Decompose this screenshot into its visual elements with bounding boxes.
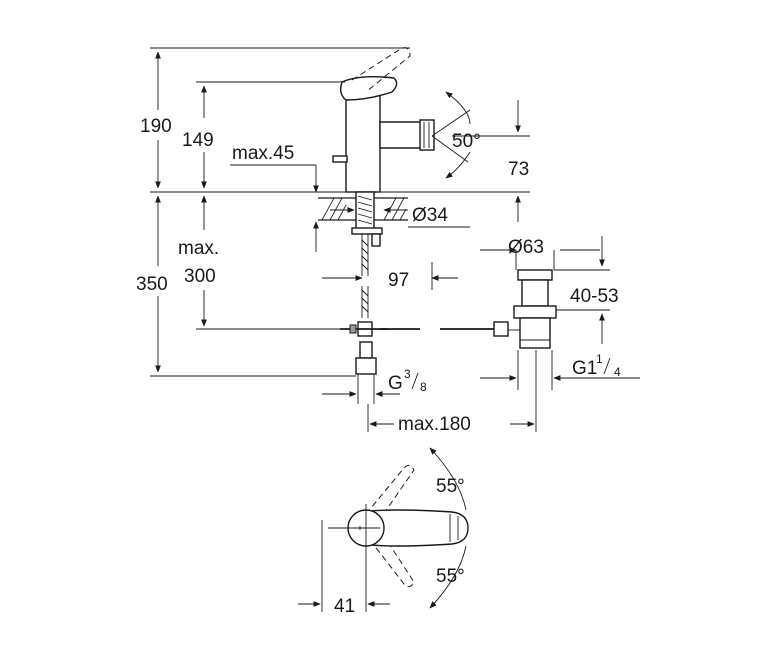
connection-g-sup: 3	[404, 367, 411, 381]
dim-max45: max.45	[230, 143, 319, 252]
waste-diameter-label: Ø63	[508, 237, 544, 258]
faucet-body	[332, 47, 435, 193]
waste-thread-sup: 1	[596, 352, 603, 366]
below-deck-label: 350	[136, 274, 168, 295]
mount-hole-label: Ø34	[412, 205, 448, 226]
height-spout-label: 149	[182, 130, 214, 151]
dim-73: 73	[452, 100, 530, 222]
plan-view: 55° 55° 41	[298, 447, 469, 617]
swivel-angle-label: 50°	[452, 131, 481, 152]
dim-g-38: G 3 8	[322, 367, 427, 404]
lever-position-down	[369, 529, 415, 588]
max-depth-label-2: 300	[184, 266, 216, 287]
elevation-view: 190 149 max.45 50°	[136, 47, 640, 435]
waste-thread-label: G1	[572, 358, 597, 379]
dim-o63: Ø63	[480, 237, 600, 270]
supply-hose	[340, 234, 388, 375]
dim-149: 149	[182, 81, 345, 189]
dim-41: 41	[298, 520, 390, 617]
connection-g-label: G	[388, 373, 403, 394]
connection-g-sub: 8	[420, 380, 427, 394]
dim-max300: max. 300	[178, 195, 340, 330]
spout-reach-label: 73	[508, 159, 529, 180]
pipe-offset-label: 97	[388, 270, 409, 291]
lever-handle	[361, 509, 469, 547]
arc-55-up	[429, 447, 467, 511]
lever-offset-label: 41	[334, 596, 355, 617]
lever-position-up	[365, 464, 415, 523]
waste-thread-sub: 4	[614, 365, 621, 379]
lever-angle-up-label: 55°	[436, 476, 465, 497]
max-reach-label: max.180	[398, 414, 471, 435]
max-thickness-label: max.45	[232, 143, 294, 164]
dim-max180: max.180	[367, 350, 537, 435]
arc-55-down	[429, 545, 467, 609]
deck-section	[318, 191, 408, 247]
dim-g1-14: G1 1 4	[480, 350, 640, 390]
dim-350: 350	[136, 195, 356, 377]
dim-40-53: 40-53	[554, 236, 619, 344]
height-total-label: 190	[140, 116, 172, 137]
lever-angle-down-label: 55°	[436, 566, 465, 587]
dim-50deg: 50°	[431, 91, 481, 179]
dim-97: 97	[322, 262, 458, 291]
popup-waste	[380, 269, 557, 349]
waste-height-label: 40-53	[570, 286, 619, 307]
dim-190: 190	[140, 47, 410, 189]
max-depth-label-1: max.	[178, 238, 219, 259]
dim-o34: Ø34	[330, 205, 470, 228]
